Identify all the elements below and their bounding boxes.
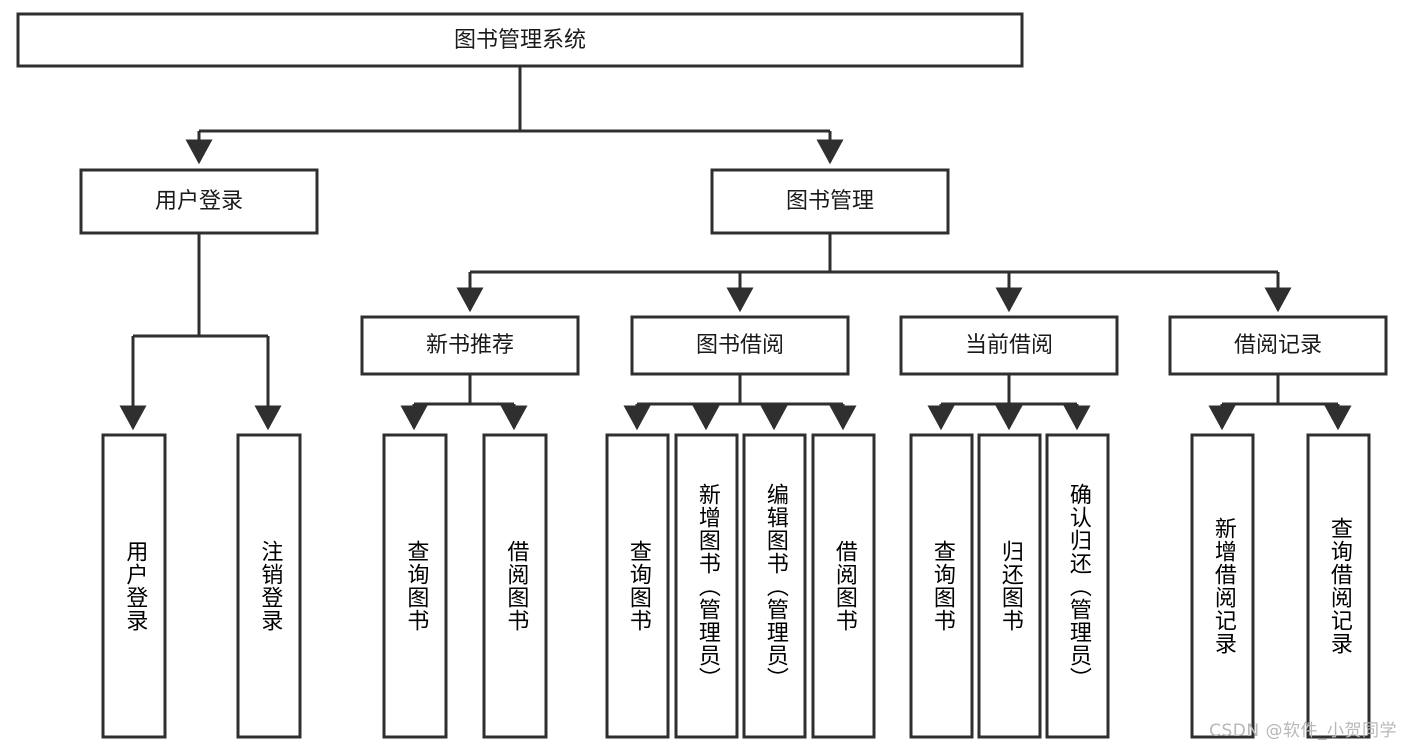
node-new-book-box[interactable]: [360, 315, 580, 376]
node-user-login-box[interactable]: [79, 168, 319, 235]
node-root-box[interactable]: [16, 12, 1024, 68]
leaf-box-book-borrow-1[interactable]: [674, 433, 739, 739]
leaf-boxes-book-borrow: [605, 433, 876, 739]
connector-group-root: [185, 66, 844, 165]
leaf-box-borrow-record-1[interactable]: [1306, 433, 1371, 739]
node-new-book-label: 新书推荐: [426, 333, 514, 358]
connector-group-user-login: [119, 234, 282, 431]
connector-group-book-manage: [456, 234, 1292, 313]
leaf-boxes-user-login: [101, 433, 302, 739]
node-root[interactable]: 图书管理系统: [16, 12, 1024, 68]
leaf-box-current-borrow-1[interactable]: [977, 433, 1042, 739]
leaf-box-current-borrow-2[interactable]: [1045, 433, 1110, 739]
node-book-borrow-box[interactable]: [630, 315, 850, 376]
leaf-box-book-borrow-0[interactable]: [605, 433, 670, 739]
node-borrow-record-box[interactable]: [1168, 315, 1388, 376]
leaf-box-borrow-record-0[interactable]: [1190, 433, 1255, 739]
connector-group-new-book: [400, 374, 528, 431]
leaf-box-book-borrow-2[interactable]: [742, 433, 807, 739]
node-borrow-record-label: 借阅记录: [1234, 333, 1322, 358]
leaf-boxes-new-book: [382, 433, 548, 739]
connector-group-book-borrow: [623, 374, 857, 431]
node-book-manage-box[interactable]: [710, 168, 950, 235]
connector-group-current-borrow: [927, 374, 1091, 431]
node-new-book[interactable]: 新书推荐: [360, 315, 580, 376]
node-current-borrow-box[interactable]: [899, 315, 1119, 376]
leaf-box-current-borrow-0[interactable]: [909, 433, 974, 739]
node-user-login[interactable]: 用户登录: [79, 168, 319, 235]
csdn-watermark: CSDN @软件_小贺同学: [1209, 721, 1397, 741]
node-current-borrow-label: 当前借阅: [965, 333, 1053, 358]
node-book-borrow-label: 图书借阅: [696, 333, 784, 358]
leaf-boxes-current-borrow: [909, 433, 1110, 739]
connector-group-borrow-record: [1208, 374, 1352, 431]
leaf-box-book-borrow-3[interactable]: [811, 433, 876, 739]
leaf-box-user-login-1[interactable]: [236, 433, 302, 739]
leaf-box-new-book-1[interactable]: [482, 433, 548, 739]
node-book-manage[interactable]: 图书管理: [710, 168, 950, 235]
leaf-box-new-book-0[interactable]: [382, 433, 448, 739]
node-book-borrow[interactable]: 图书借阅: [630, 315, 850, 376]
node-root-label: 图书管理系统: [454, 28, 586, 53]
leaf-box-user-login-0[interactable]: [101, 433, 167, 739]
leaf-boxes-borrow-record: [1190, 433, 1371, 739]
node-current-borrow[interactable]: 当前借阅: [899, 315, 1119, 376]
node-user-login-label: 用户登录: [155, 189, 243, 214]
node-book-manage-label: 图书管理: [786, 189, 874, 214]
node-borrow-record[interactable]: 借阅记录: [1168, 315, 1388, 376]
